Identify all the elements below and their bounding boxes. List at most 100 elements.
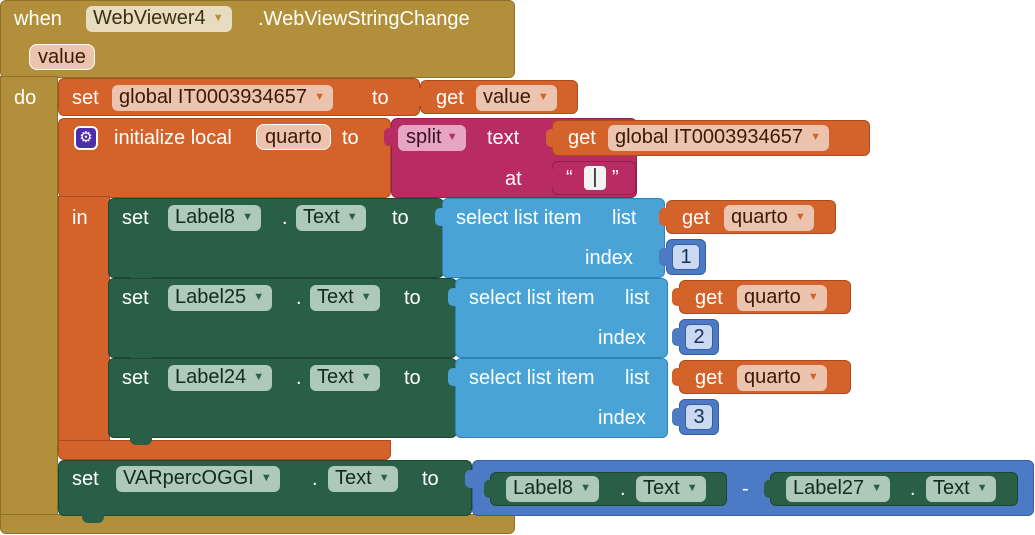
- chevron-down-icon: ▼: [253, 371, 265, 383]
- initialize-local-left-rail: [58, 196, 110, 446]
- list-socket-label: list: [612, 207, 637, 229]
- initialize-local-block[interactable]: [58, 118, 391, 198]
- label-property-dropdown[interactable]: Text ▼: [310, 365, 380, 391]
- puzzle-tab: [465, 470, 474, 488]
- puzzle-tab: [546, 129, 555, 147]
- final-component-dropdown[interactable]: VARpercOGGI ▼: [116, 466, 280, 492]
- left-component-label: Label8: [513, 477, 574, 499]
- puzzle-tab: [659, 208, 668, 226]
- puzzle-tab: [764, 480, 773, 498]
- local-variable-name-field[interactable]: quarto: [256, 124, 331, 150]
- label-component-dropdown-label: Label24: [175, 366, 247, 388]
- puzzle-tab: [546, 169, 555, 187]
- chevron-down-icon: ▼: [807, 291, 819, 303]
- puzzle-tab: [672, 328, 681, 346]
- get-label: get: [682, 207, 710, 229]
- chevron-down-icon: ▼: [346, 211, 358, 223]
- label-component-dropdown[interactable]: Label8▼: [168, 205, 262, 231]
- index-socket-label: index: [585, 247, 633, 269]
- puzzle-tab: [484, 480, 493, 498]
- get-quarto-dropdown[interactable]: quarto▼: [724, 205, 814, 231]
- puzzle-tab: [659, 248, 668, 266]
- split-at-label: at: [505, 168, 522, 190]
- chevron-down-icon: ▼: [446, 131, 458, 143]
- component-dropdown-webviewer[interactable]: WebViewer4 ▼: [86, 6, 232, 32]
- global-variable-dropdown[interactable]: global IT0003934657 ▼: [112, 85, 333, 111]
- set-to-label: to: [392, 207, 409, 229]
- get-quarto-dropdown[interactable]: quarto▼: [737, 365, 827, 391]
- final-property-label: Text: [335, 467, 372, 489]
- initialize-local-bottom: [58, 440, 391, 460]
- label-property-dropdown[interactable]: Text▼: [310, 285, 380, 311]
- set-to-label: to: [404, 287, 421, 309]
- chevron-down-icon: ▼: [360, 291, 372, 303]
- chevron-down-icon: ▼: [807, 371, 819, 383]
- index-number-field[interactable]: 2: [685, 324, 713, 350]
- dot-separator: .: [620, 478, 626, 500]
- set-label: set: [122, 207, 149, 229]
- chevron-down-icon: ▼: [810, 131, 821, 143]
- get-quarto-dropdown-label: quarto: [744, 286, 801, 308]
- index-number-field[interactable]: 1: [672, 244, 700, 270]
- event-param-value[interactable]: value: [29, 44, 95, 70]
- left-component-dropdown[interactable]: Label8 ▼: [506, 476, 600, 502]
- statement-notch: [82, 515, 104, 523]
- final-set-label: set: [72, 468, 99, 490]
- get-value-dropdown[interactable]: value ▼: [476, 85, 557, 111]
- select-list-item-block[interactable]: [455, 278, 668, 358]
- right-property-dropdown[interactable]: Text ▼: [926, 476, 996, 502]
- split-mode-label: split: [406, 126, 442, 148]
- puzzle-tab: [672, 288, 681, 306]
- set-label-block[interactable]: [108, 358, 457, 438]
- label-property-dropdown-label: Text: [317, 366, 354, 388]
- index-socket-label: index: [598, 327, 646, 349]
- get-quarto-dropdown[interactable]: quarto ▼: [737, 285, 827, 311]
- dot-separator: .: [296, 287, 302, 309]
- index-number-field[interactable]: 3: [685, 404, 713, 430]
- dot-separator: .: [282, 207, 288, 229]
- index-socket-label: index: [598, 407, 646, 429]
- set-to-label: to: [404, 367, 421, 389]
- chevron-down-icon: ▼: [360, 371, 372, 383]
- get-global-variable-label: global IT0003934657: [615, 126, 803, 148]
- set-label: set: [72, 87, 99, 109]
- set-label-block[interactable]: [108, 198, 444, 278]
- final-to-label: to: [422, 468, 439, 490]
- component-dropdown-label: WebViewer4: [93, 7, 206, 29]
- label-component-dropdown[interactable]: Label24 ▼: [168, 365, 273, 391]
- dot-separator: .: [296, 367, 302, 389]
- select-list-item-block[interactable]: [455, 358, 668, 438]
- label-property-dropdown[interactable]: Text ▼: [296, 205, 366, 231]
- puzzle-tab: [448, 288, 457, 306]
- separator-text-field[interactable]: |: [584, 166, 606, 190]
- get-global-dropdown[interactable]: global IT0003934657 ▼: [608, 125, 829, 151]
- gear-icon[interactable]: ⚙: [74, 126, 98, 150]
- puzzle-tab: [384, 128, 393, 146]
- label-component-dropdown[interactable]: Label25▼: [168, 285, 273, 311]
- split-mode-dropdown[interactable]: split ▼: [398, 125, 466, 151]
- get-global-label: get: [568, 127, 596, 149]
- final-component-label: VARpercOGGI: [123, 467, 254, 489]
- in-label: in: [72, 207, 88, 229]
- chevron-down-icon: ▼: [794, 211, 806, 223]
- puzzle-tab: [448, 368, 457, 386]
- left-property-dropdown[interactable]: Text ▼: [636, 476, 706, 502]
- final-property-dropdown[interactable]: Text ▼: [328, 466, 398, 492]
- select-list-item-block[interactable]: [442, 198, 665, 278]
- right-component-dropdown[interactable]: Label27 ▼: [786, 476, 891, 502]
- split-text-label: text: [487, 127, 520, 149]
- chevron-down-icon: ▼: [580, 482, 592, 494]
- set-label-block[interactable]: [108, 278, 457, 358]
- chevron-down-icon: ▼: [242, 211, 254, 223]
- do-label: do: [14, 87, 37, 109]
- chevron-down-icon: ▼: [537, 91, 549, 103]
- label-property-dropdown-label: Text: [303, 206, 340, 228]
- label-component-dropdown-label: Label25: [175, 286, 247, 308]
- select-list-item-label: select list item: [456, 207, 582, 229]
- statement-notch: [130, 437, 152, 445]
- select-list-item-label: select list item: [469, 287, 595, 309]
- chevron-down-icon: ▼: [314, 91, 325, 103]
- subtract-operator: -: [742, 478, 749, 500]
- get-label: get: [695, 287, 723, 309]
